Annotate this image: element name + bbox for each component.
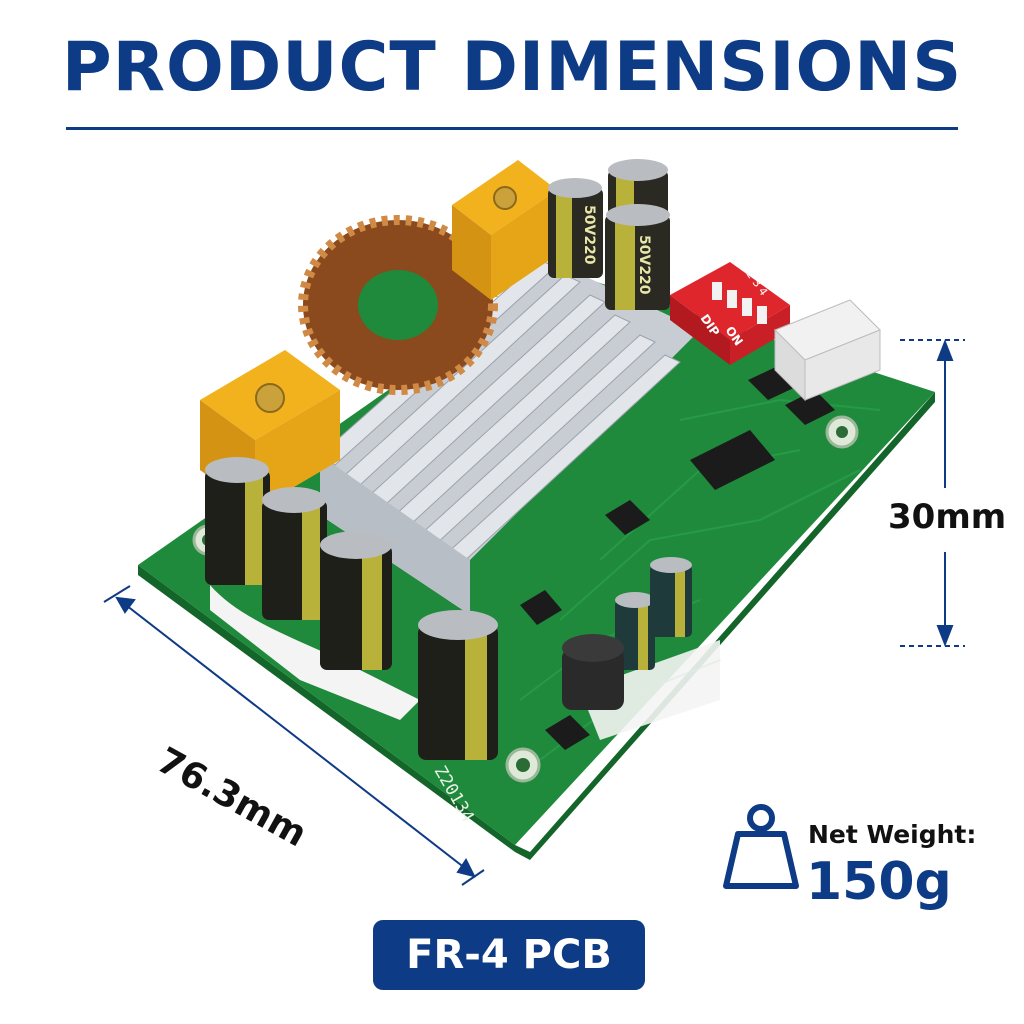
length-dimension: [103, 585, 485, 886]
net-weight-value: 150g: [806, 852, 952, 912]
capacitor-marking: 50V220: [636, 235, 652, 295]
net-weight-block: Net Weight: 150g: [722, 800, 1002, 920]
page-title: PRODUCT DIMENSIONS: [61, 28, 963, 107]
inductor: [562, 634, 624, 710]
height-dimension-label: 30mm: [888, 497, 1007, 537]
net-weight-label: Net Weight:: [808, 820, 977, 849]
capacitor-marking-2: 50V220: [581, 205, 597, 265]
title-underline: [66, 127, 958, 130]
capacitor-group-front: [205, 457, 498, 760]
height-dimension: [900, 339, 965, 647]
toroid-coil: [298, 215, 498, 395]
material-badge: FR-4 PCB: [373, 920, 645, 990]
dip-switch: [670, 262, 790, 365]
small-capacitors: [615, 557, 692, 670]
weight-icon: [723, 804, 799, 889]
capacitor-group-back: [548, 159, 670, 310]
jst-connector: [774, 299, 881, 402]
pcb-board: [138, 270, 935, 845]
xt-connector-2: [452, 160, 557, 300]
